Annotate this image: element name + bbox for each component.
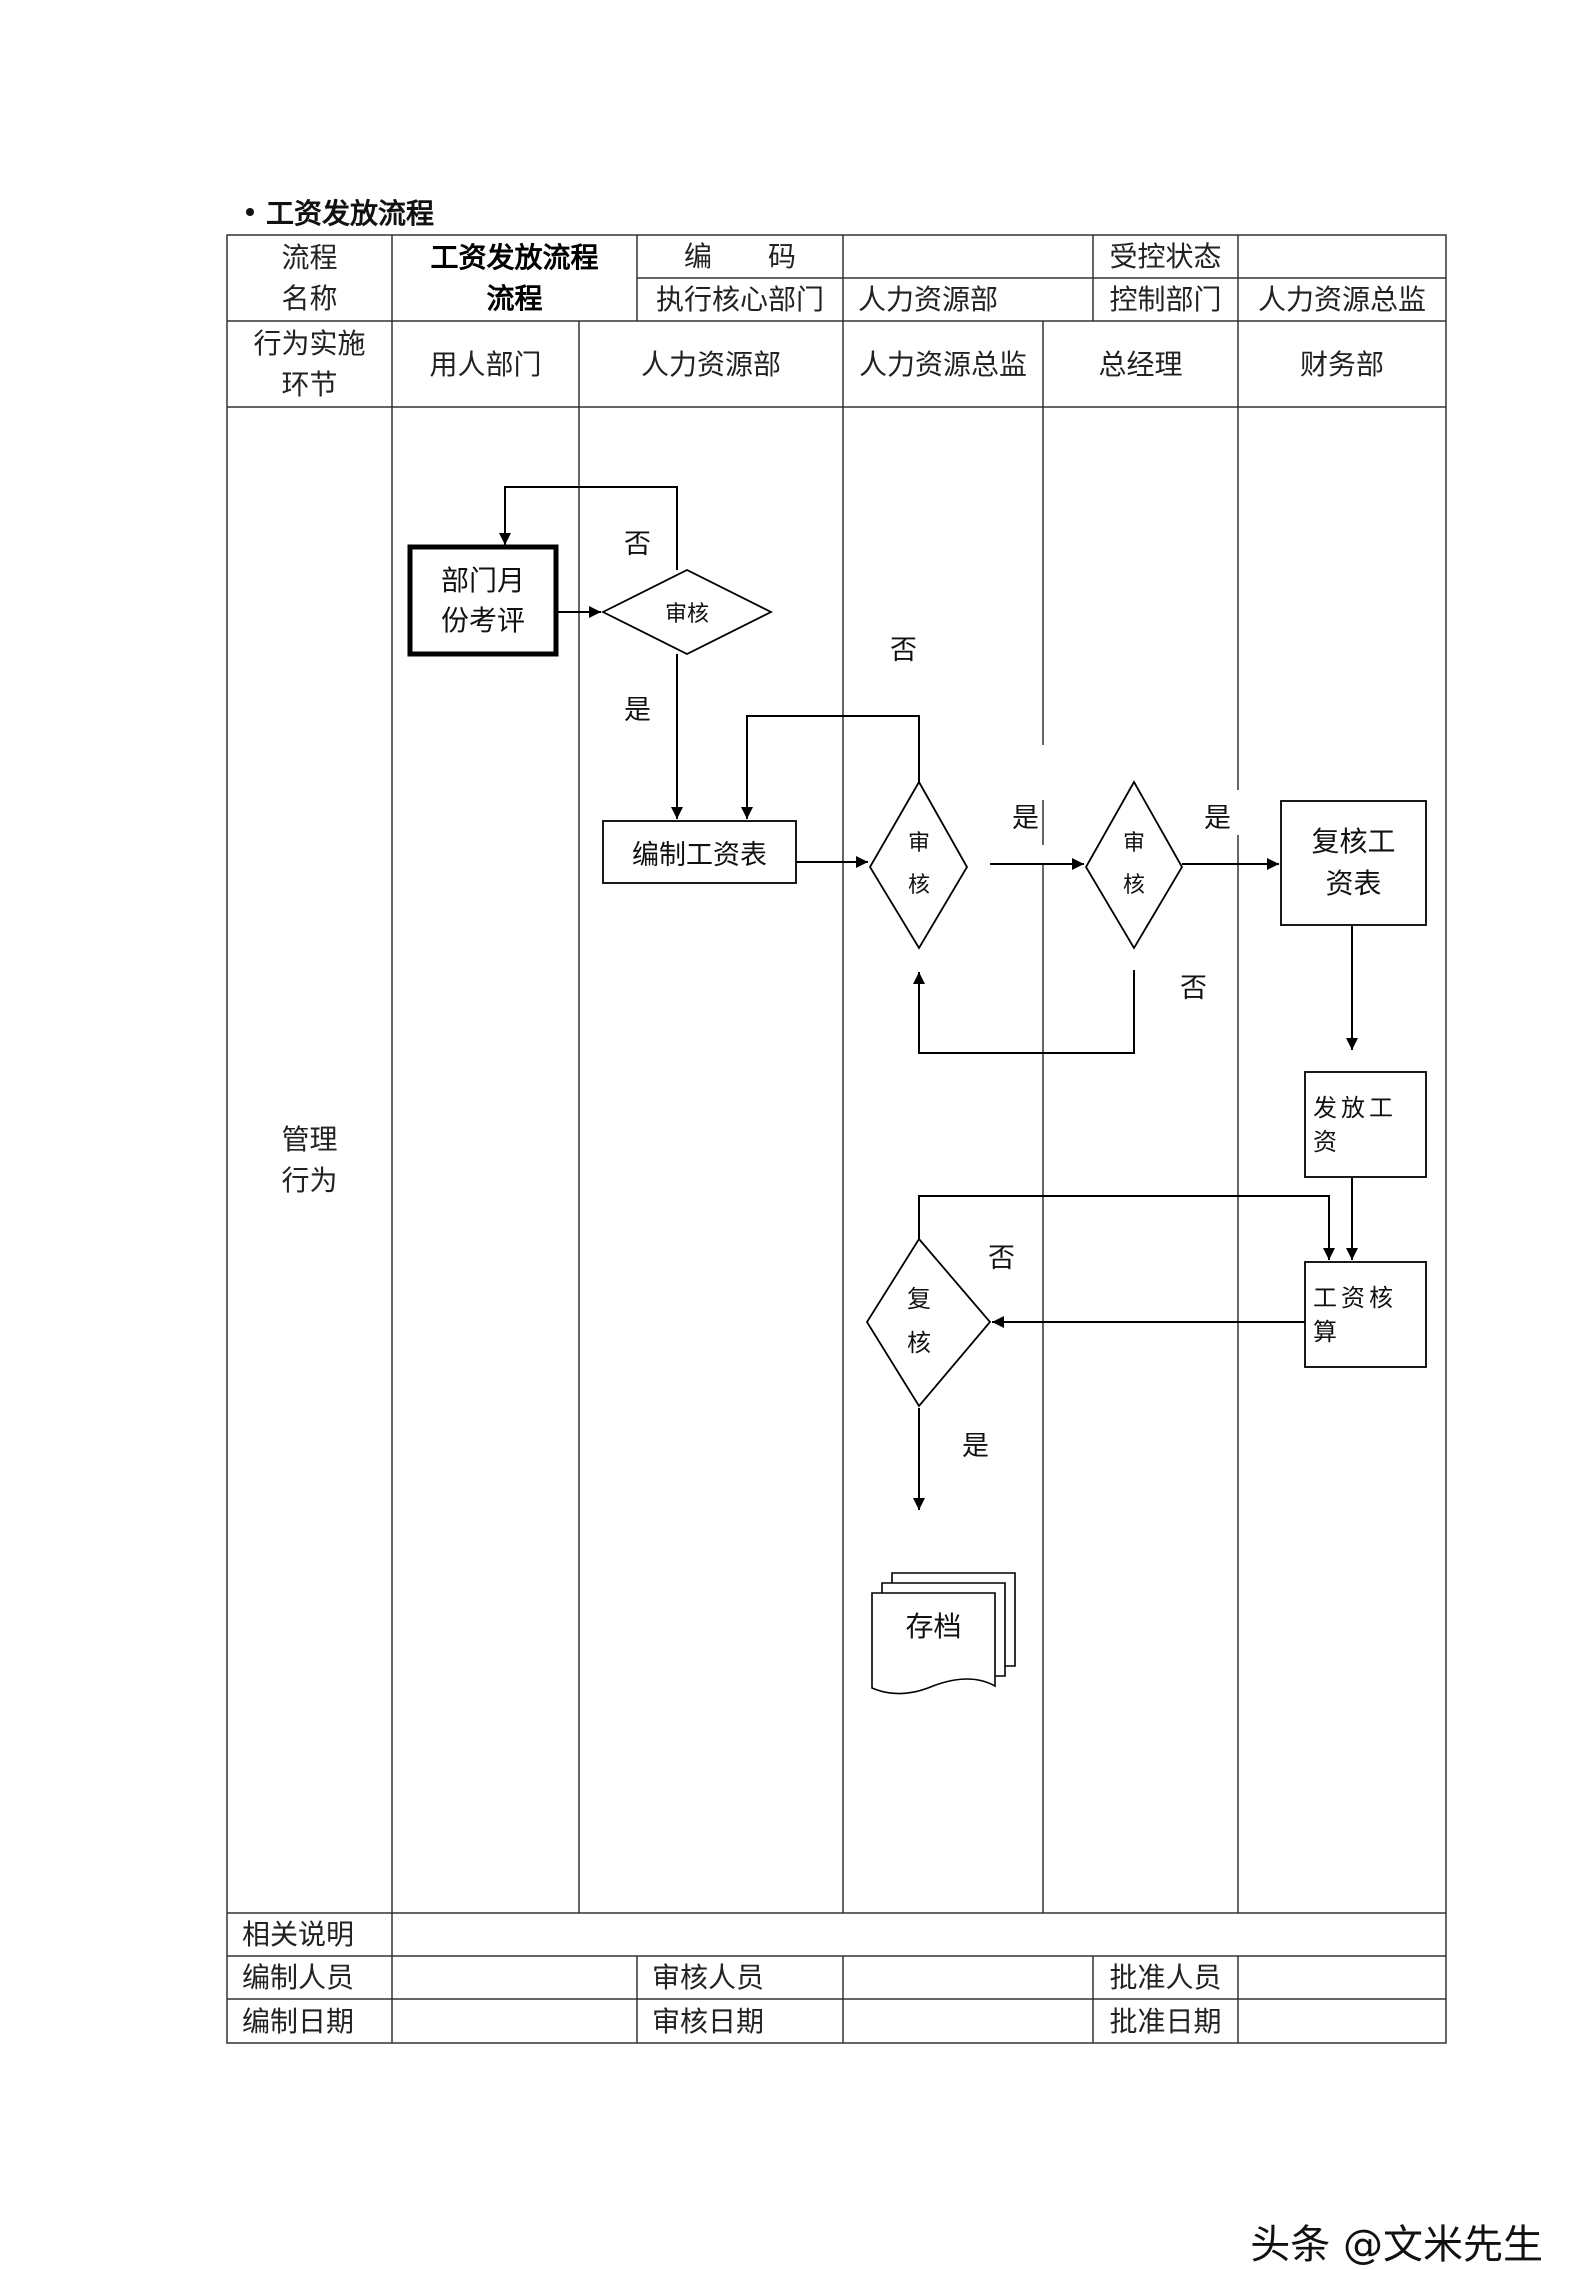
audit-gm-yes-label: 是 — [1204, 803, 1231, 834]
control-dept-label: 控制部门 — [1109, 283, 1222, 316]
pay-salary-text: 发放工 资 — [1313, 1094, 1397, 1156]
node-recheck-table — [1280, 800, 1427, 926]
audit-gm-no-label: 否 — [1180, 973, 1207, 1004]
code-value[interactable] — [844, 236, 1092, 277]
audit1-yes-label: 是 — [624, 695, 651, 726]
section-title: 工资发放流程 — [246, 192, 434, 232]
table-grid — [226, 234, 1447, 2044]
approver-label: 批准人员 — [1109, 1961, 1222, 1994]
audit-hr-director-yes-label: 是 — [1012, 803, 1039, 834]
process-name-value: 工资发放流程 流程 — [430, 241, 599, 315]
related-value[interactable] — [393, 1914, 1445, 1955]
node-archive — [871, 1572, 1016, 1695]
recheck-table-text: 复核工 资表 — [1311, 825, 1396, 900]
lane-header-hr-director: 人力资源总监 — [858, 347, 1027, 381]
control-status-value[interactable] — [1239, 236, 1445, 277]
audit-hr-director-no-label: 否 — [890, 635, 917, 666]
node-pay-salary — [1304, 1071, 1427, 1178]
editor-label: 编制人员 — [242, 1961, 355, 1994]
process-name-label: 流程 名称 — [281, 241, 338, 315]
node-salary-calc — [1304, 1261, 1427, 1368]
lane-header-hr: 人力资源部 — [640, 347, 781, 381]
audit1-no-label: 否 — [624, 529, 651, 560]
control-status-label: 受控状态 — [1109, 240, 1222, 273]
recheck-text: 复 核 — [907, 1285, 931, 1357]
node-make-salary — [602, 820, 797, 884]
lane-header-finance: 财务部 — [1299, 347, 1384, 381]
recheck-yes-label: 是 — [962, 1431, 989, 1462]
lane-row-label: 行为实施 环节 — [253, 327, 366, 401]
exec-dept-value: 人力资源部 — [858, 283, 999, 316]
reviewer-label: 审核人员 — [652, 1961, 765, 1994]
section-title-text: 工资发放流程 — [266, 197, 435, 230]
audit-gm-text: 审 核 — [1122, 831, 1145, 898]
node-audit-gm — [1084, 780, 1184, 950]
dept-review-text: 部门月 份考评 — [440, 563, 525, 637]
edit-date-value[interactable] — [393, 2000, 636, 2042]
watermark: 头条 @文米先生 — [1250, 2222, 1543, 2268]
approver-value[interactable] — [1239, 1957, 1445, 1998]
approve-date-label: 批准日期 — [1109, 2004, 1222, 2038]
recheck-no-label: 否 — [988, 1243, 1015, 1274]
lane-header-gm: 总经理 — [1098, 347, 1183, 381]
control-dept-value: 人力资源总监 — [1257, 283, 1426, 316]
node-audit-hr-director — [868, 780, 969, 950]
editor-value[interactable] — [393, 1957, 636, 1998]
review-date-label: 审核日期 — [652, 2004, 765, 2038]
salary-calc-text: 工资核 算 — [1313, 1284, 1397, 1346]
audit-hr-director-text: 审 核 — [907, 831, 930, 898]
related-label: 相关说明 — [242, 1918, 355, 1951]
review-date-value[interactable] — [844, 2000, 1092, 2042]
exec-dept-label: 执行核心部门 — [655, 283, 824, 316]
edit-date-label: 编制日期 — [242, 2004, 355, 2038]
audit1-text: 审核 — [664, 602, 709, 627]
lane-header-user-dept: 用人部门 — [429, 347, 542, 381]
bullet-icon — [246, 208, 254, 216]
approve-date-value[interactable] — [1239, 2000, 1445, 2042]
node-recheck — [865, 1237, 992, 1408]
code-label: 编 码 — [683, 240, 796, 273]
node-dept-review — [407, 544, 559, 657]
node-audit1 — [600, 568, 774, 656]
reviewer-value[interactable] — [844, 1957, 1092, 1998]
make-salary-text: 编制工资表 — [632, 839, 767, 871]
body-label: 管理 行为 — [281, 1123, 338, 1197]
archive-text: 存档 — [905, 1610, 962, 1643]
